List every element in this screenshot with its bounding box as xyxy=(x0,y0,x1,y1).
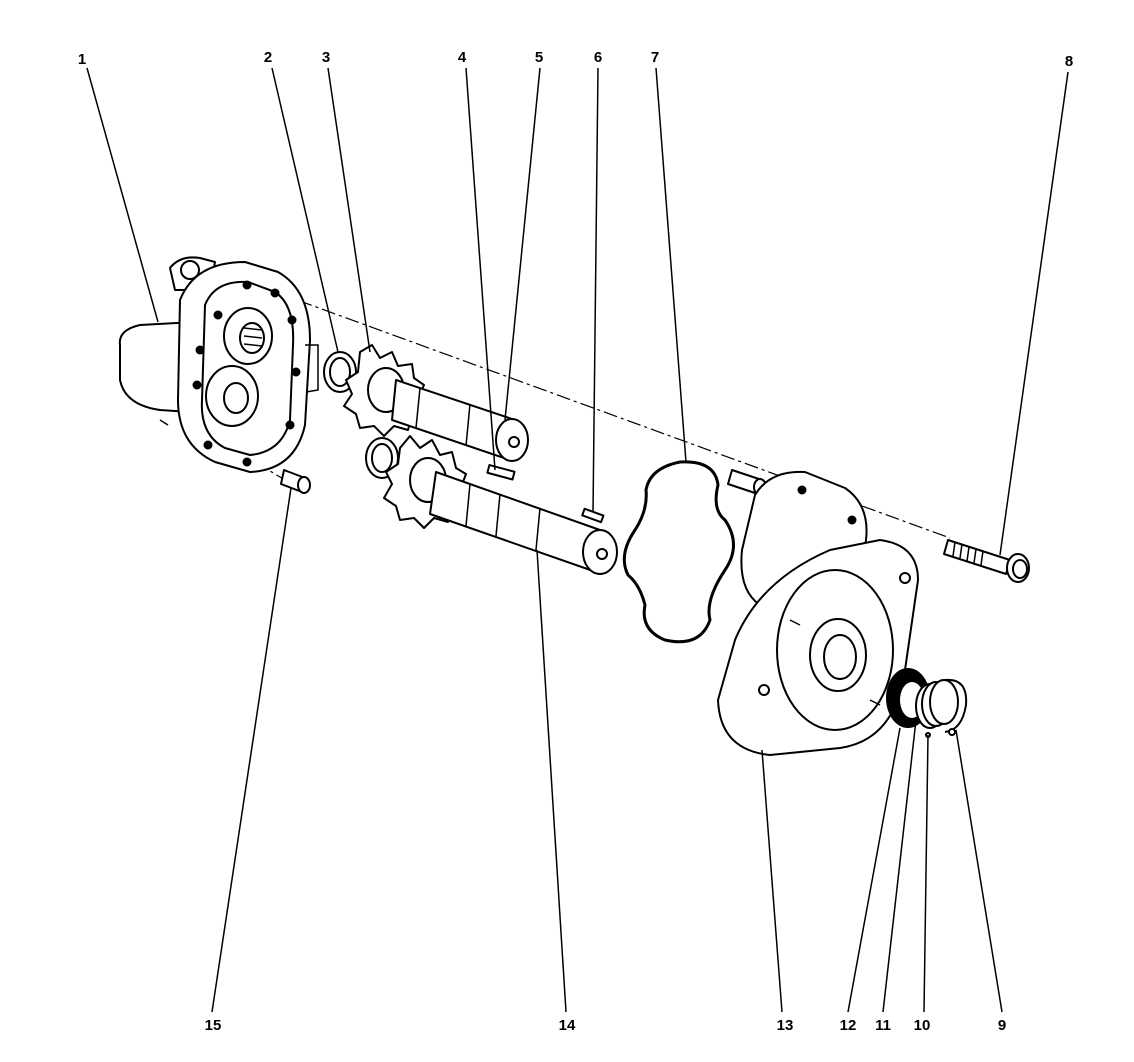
callout-labels: 1 2 3 4 5 6 7 8 9 10 11 12 13 14 15 xyxy=(78,49,1073,1034)
key-shaft-end-drawing xyxy=(581,507,605,524)
leader-lines xyxy=(86,67,1069,1013)
callout-11: 11 xyxy=(875,1017,891,1034)
callout-5: 5 xyxy=(535,49,543,66)
cap-screw-drawing xyxy=(943,539,1030,583)
centerline-upper xyxy=(274,291,951,539)
callout-1: 1 xyxy=(78,51,86,68)
dowel-pin-drawing xyxy=(280,469,311,494)
mounting-cover-drawing xyxy=(717,469,919,756)
callout-12: 12 xyxy=(840,1017,857,1034)
pump-body-drawing xyxy=(118,256,319,473)
callout-4: 4 xyxy=(458,49,467,66)
callout-3: 3 xyxy=(322,49,330,66)
callout-14: 14 xyxy=(559,1017,576,1034)
lower-gear-shaft-drawing xyxy=(365,435,618,575)
callout-8: 8 xyxy=(1065,53,1073,70)
key-upper-drawing xyxy=(486,464,516,481)
callout-10: 10 xyxy=(914,1017,931,1034)
upper-gear-drawing xyxy=(323,344,529,462)
callout-13: 13 xyxy=(777,1017,794,1034)
seal-ring-stack-drawing xyxy=(886,668,968,738)
callout-15: 15 xyxy=(205,1017,222,1034)
callout-7: 7 xyxy=(651,49,659,66)
callout-9: 9 xyxy=(998,1017,1006,1034)
gasket-drawing xyxy=(622,460,735,644)
callout-6: 6 xyxy=(594,49,602,66)
callout-2: 2 xyxy=(264,49,272,66)
